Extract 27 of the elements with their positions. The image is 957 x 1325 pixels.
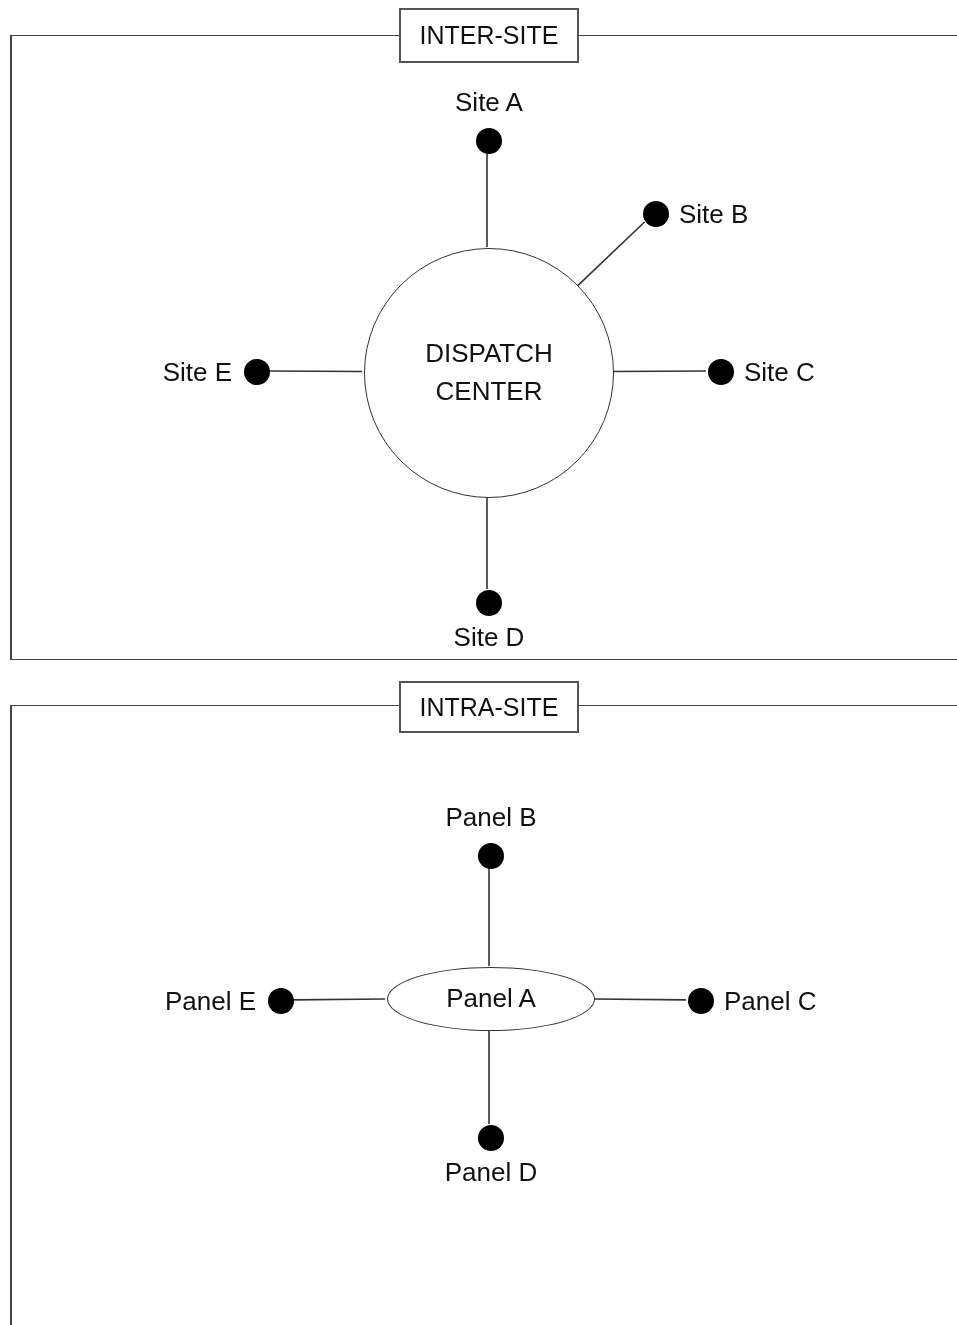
node-dot (643, 201, 669, 227)
node-caption: Site A (455, 87, 523, 118)
node-caption: Site D (453, 622, 525, 653)
connector-line (488, 867, 490, 967)
node-dot (478, 843, 504, 869)
node-dot (476, 590, 502, 616)
node-dot (268, 988, 294, 1014)
node-caption: Site C (744, 356, 815, 388)
node-label: Panel A (446, 982, 536, 1016)
node-caption: Panel E (164, 985, 256, 1017)
node-dot (708, 359, 734, 385)
connector-line (486, 152, 488, 248)
node-dot (688, 988, 714, 1014)
connector-line (486, 496, 488, 590)
connector-line (576, 221, 646, 287)
node-dot (244, 359, 270, 385)
panel-heading: INTRA-SITE (399, 681, 579, 733)
panel-heading: INTER-SITE (399, 8, 579, 63)
connector-line (488, 1029, 490, 1125)
node-dot (476, 128, 502, 154)
node-caption: Panel D (444, 1157, 538, 1188)
node-caption: Panel C (724, 985, 817, 1017)
node-caption: Site B (679, 198, 749, 230)
node-caption: Site E (162, 356, 232, 388)
node-dot (478, 1125, 504, 1151)
node-caption: Panel B (445, 802, 537, 833)
node-label: DISPATCH CENTER (424, 337, 554, 408)
